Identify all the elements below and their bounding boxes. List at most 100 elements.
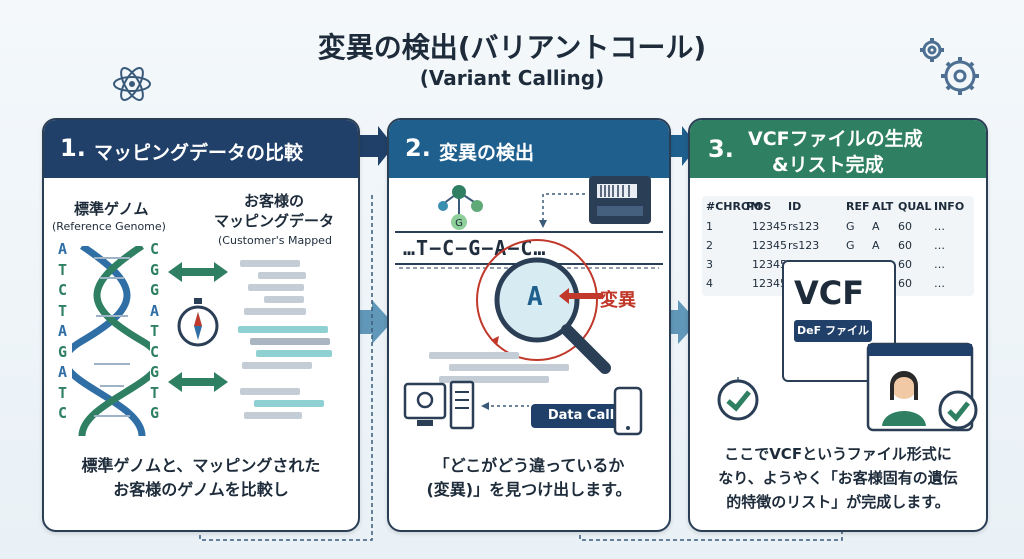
table-cell: 60	[898, 258, 912, 271]
table-header-cell: POS	[746, 200, 772, 213]
panel-variant-detection: 2. 変異の検出 G …T−C−G−A−C… A 変異	[387, 118, 671, 532]
table-cell: …	[934, 239, 945, 252]
mapped-base-letter: C	[150, 240, 160, 258]
table-header-cell: QUAL	[898, 200, 932, 213]
mapped-read	[258, 272, 306, 279]
panel-header: 3. VCFファイルの生成 &リスト完成	[690, 120, 986, 178]
dashed-connector	[539, 193, 585, 228]
page-subtitle: (Variant Calling)	[419, 66, 605, 90]
table-cell: G	[846, 239, 855, 252]
mapped-base-letter: T	[150, 322, 160, 340]
mapped-base-letter: A	[150, 301, 160, 320]
user-profile-icon	[866, 342, 974, 432]
reference-base-letter: A	[58, 322, 68, 340]
table-cell: 12345	[752, 258, 787, 271]
compare-arrows-icon	[168, 262, 228, 392]
mapped-read	[244, 308, 306, 315]
table-cell: 3	[706, 258, 713, 271]
table-header-cell: REF	[846, 200, 870, 213]
node-label: G	[455, 218, 463, 229]
reference-genome-label: 標準ゲノム	[74, 200, 149, 218]
panel-mapping-comparison: 1. マッピングデータの比較 標準ゲノム (Reference Genome) …	[42, 118, 360, 532]
table-cell: A	[872, 239, 880, 252]
reference-base-letter: C	[58, 404, 68, 422]
mapped-base-letter: G	[150, 404, 160, 422]
panel-caption-line-2: (変異)」を見つけ出します。	[426, 480, 632, 499]
vcf-file-text: VCF	[794, 274, 865, 312]
reference-base-letter: A	[58, 363, 68, 381]
customer-sub: (Customer's Mapped	[218, 234, 332, 247]
customer-label-1: お客様の	[244, 192, 305, 210]
mapped-base-letter: C	[150, 342, 160, 361]
panel-caption-line-3: 的特徴のリスト」が完成します。	[726, 493, 950, 511]
mapped-read	[240, 388, 300, 395]
mapped-read	[244, 412, 302, 419]
panel-header: 2. 変異の検出	[389, 120, 669, 178]
mapped-base-letter: G	[150, 281, 160, 299]
table-header-cell: #CHROM	[706, 200, 762, 213]
vcf-file-tag: DeF ファイル	[794, 320, 872, 342]
table-cell: …	[934, 258, 945, 271]
mapped-base-letter: G	[150, 363, 160, 381]
mapped-base-letter: G	[150, 260, 160, 279]
table-cell: 12345	[752, 277, 787, 290]
panel-caption-line-1: ここでVCFというファイル形式に	[724, 445, 952, 463]
table-cell: …	[934, 277, 945, 290]
checkmark-icon	[717, 376, 759, 421]
table-cell: 60	[898, 220, 912, 233]
panel-title: 変異の検出	[439, 142, 535, 164]
reference-base-letter: G	[58, 342, 68, 361]
server-icon	[403, 380, 475, 430]
table-header-cell: ALT	[872, 200, 894, 213]
mapped-base-letter: T	[150, 383, 160, 402]
compass-icon	[177, 298, 219, 347]
customer-label-2: マッピングデータ	[214, 212, 335, 230]
panel-title-line-1: VCFファイルの生成	[748, 128, 923, 150]
table-cell: rs123	[788, 239, 820, 252]
step-number: 1.	[60, 134, 86, 162]
variant-base: A	[527, 282, 543, 312]
panel-title-line-2: &リスト完成	[772, 154, 884, 176]
magnifier-icon	[476, 239, 611, 374]
reference-base-letter: T	[58, 260, 68, 279]
dna-helix-icon	[72, 246, 150, 436]
panel-header: 1. マッピングデータの比較	[44, 120, 358, 178]
mapped-read	[240, 260, 300, 267]
aligned-read	[429, 352, 519, 359]
mapped-read	[250, 338, 330, 345]
table-cell: 12345	[752, 220, 787, 233]
panel-caption-line-1: 標準ゲノムと、マッピングされた	[81, 456, 321, 475]
mapped-read	[256, 350, 332, 357]
table-cell: 60	[898, 239, 912, 252]
variant-label: 変異	[600, 290, 636, 311]
table-cell: 4	[706, 277, 713, 290]
table-header-cell: ID	[788, 200, 802, 213]
step-number: 2.	[405, 134, 431, 162]
reference-base-letter: T	[58, 301, 68, 320]
table-cell: …	[934, 220, 945, 233]
panel-caption-line-1: 「どこがどう違っているか	[433, 456, 625, 475]
panel-caption-line-2: お客様のゲノムを比較し	[113, 480, 289, 499]
mapped-read	[254, 400, 324, 407]
atom-icon	[113, 67, 151, 101]
reference-base-letter: A	[58, 240, 68, 258]
step-number: 3.	[708, 135, 734, 163]
dna-sequence: …T−C−G−A−C…	[403, 236, 547, 260]
pointer-arrow-icon	[559, 288, 603, 304]
mapped-read	[264, 296, 304, 303]
table-cell: rs123	[788, 220, 820, 233]
aligned-read	[439, 376, 549, 383]
panel-caption-line-2: なり、ようやく「お客様固有の遺伝	[718, 469, 958, 487]
table-cell: 2	[706, 239, 713, 252]
dashed-connector	[481, 402, 529, 410]
reference-genome-sub: (Reference Genome)	[52, 220, 166, 233]
molecule-icon: G	[438, 185, 483, 230]
table-cell: G	[846, 220, 855, 233]
table-cell: 1	[706, 220, 713, 233]
sequencer-icon	[589, 176, 651, 224]
table-cell: A	[872, 220, 880, 233]
reference-base-letter: T	[58, 383, 68, 402]
table-header-cell: INFO	[934, 200, 965, 213]
